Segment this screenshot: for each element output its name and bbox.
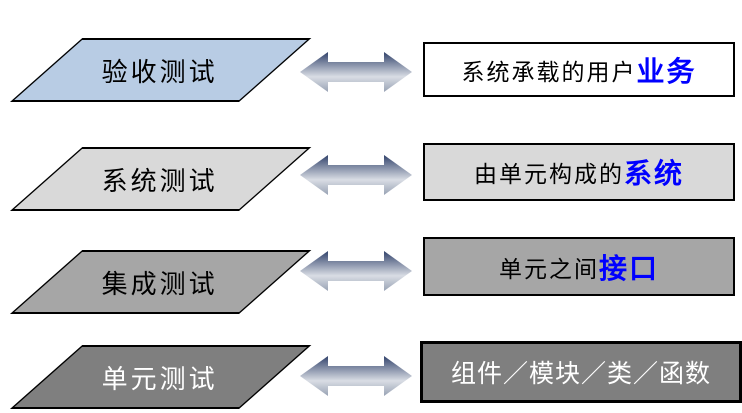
acceptance-test-label: 验收测试 [102, 57, 219, 87]
system-test-shape: 系统测试 [10, 147, 312, 211]
unit-test-label: 单元测试 [102, 364, 219, 394]
target-text: 单元之间 [498, 256, 599, 282]
integration-test-shape: 集成测试 [10, 250, 312, 314]
system-test-target-box: 由单元构成的系统 [423, 143, 735, 201]
system-test-label: 系统测试 [102, 166, 219, 196]
double-arrow-icon [300, 251, 412, 291]
target-text: 系统承载的用户 [461, 59, 637, 85]
target-text: 由单元构成的 [473, 162, 624, 187]
unit-test-target-box: 组件／模块／类／函数 [420, 341, 742, 403]
target-keyword: 系统 [623, 159, 684, 190]
double-arrow-icon [300, 356, 412, 396]
integration-test-label: 集成测试 [102, 269, 219, 299]
unit-test-shape: 单元测试 [10, 345, 312, 409]
target-text: 组件／模块／类／函数 [450, 361, 711, 388]
acceptance-test-shape: 验收测试 [10, 38, 312, 102]
target-keyword: 业务 [636, 56, 697, 88]
double-arrow-icon [300, 52, 412, 92]
target-keyword: 接口 [598, 253, 659, 285]
acceptance-test-target-box: 系统承载的用户业务 [423, 42, 735, 97]
double-arrow-icon [300, 155, 412, 195]
integration-test-target-box: 单元之间接口 [423, 237, 735, 296]
